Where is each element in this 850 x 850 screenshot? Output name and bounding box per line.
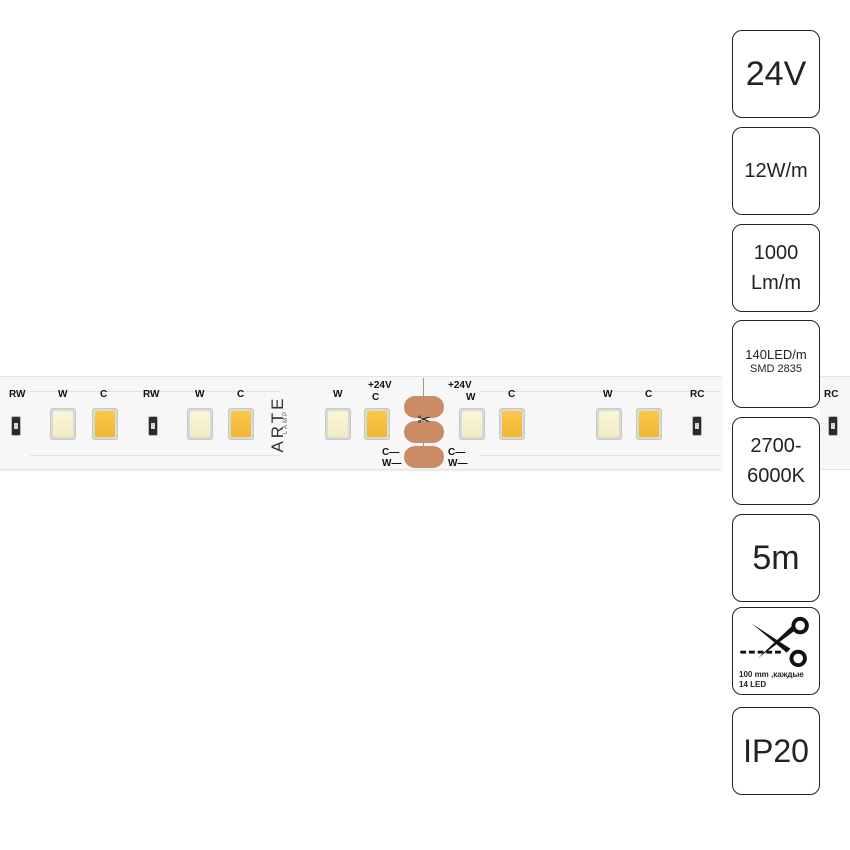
resistor — [148, 416, 158, 436]
label-w: W — [58, 389, 68, 400]
led-cool — [50, 408, 76, 440]
strip-trace — [480, 455, 720, 456]
solder-pad — [404, 421, 444, 443]
strip-trace — [480, 391, 720, 392]
spec-cut-interval: 100 mm ,каждые 14 LED — [732, 607, 820, 695]
solder-pad — [404, 396, 444, 418]
spec-color-temperature: 2700- 6000K — [732, 417, 820, 505]
brand-logo: ARTE LAMP — [262, 386, 302, 464]
label-c: C — [508, 389, 516, 400]
label-rc: RC — [824, 389, 839, 400]
label-plus24v: +24V — [368, 380, 392, 391]
led-cool — [187, 408, 213, 440]
cut-interval-line1: 100 mm ,каждые — [739, 670, 804, 679]
led-density-line1: 140LED/m — [745, 347, 807, 362]
led-warm — [228, 408, 254, 440]
label-w-minus: W— — [382, 458, 402, 469]
led-cool — [459, 408, 485, 440]
led-cool — [325, 408, 351, 440]
resistor — [828, 416, 838, 436]
lumen-line2: Lm/m — [751, 272, 801, 294]
ip-value: IP20 — [743, 732, 809, 769]
label-w: W — [195, 389, 205, 400]
label-c: C — [645, 389, 653, 400]
label-rc: RC — [690, 389, 705, 400]
led-type-line2: SMD 2835 — [750, 363, 802, 375]
label-rw: RW — [143, 389, 160, 400]
voltage-value: 24V — [745, 54, 807, 93]
cct-line2: 6000K — [747, 465, 805, 487]
label-w: W — [466, 392, 476, 403]
label-plus24v: +24V — [448, 380, 472, 391]
led-cool — [596, 408, 622, 440]
spec-voltage: 24V — [732, 30, 820, 118]
power-value: 12W/m — [744, 160, 808, 182]
cut-interval-line2: 14 LED — [739, 680, 767, 689]
led-warm — [92, 408, 118, 440]
scissors-icon — [740, 616, 809, 668]
led-warm — [636, 408, 662, 440]
spec-lumen: 1000 Lm/m — [732, 224, 820, 312]
strip-trace — [30, 455, 280, 456]
label-c-minus: C— — [448, 447, 466, 458]
spec-led-density: 140LED/m SMD 2835 — [732, 320, 820, 408]
cct-line1: 2700- — [750, 435, 802, 457]
label-w: W — [333, 389, 343, 400]
label-c: C — [372, 392, 380, 403]
label-c-minus: C— — [382, 447, 400, 458]
strip-trace — [30, 391, 280, 392]
label-rw: RW — [9, 389, 26, 400]
solder-pad — [404, 446, 444, 468]
label-w: W — [603, 389, 613, 400]
lumen-line1: 1000 — [753, 242, 799, 264]
label-c: C — [100, 389, 108, 400]
led-warm — [364, 408, 390, 440]
length-value: 5m — [752, 538, 800, 577]
label-c: C — [237, 389, 245, 400]
resistor — [11, 416, 21, 436]
scissors-icon: ✂ — [417, 412, 431, 429]
led-warm — [499, 408, 525, 440]
spec-ip-rating: IP20 — [732, 707, 820, 795]
spec-length: 5m — [732, 514, 820, 602]
label-w-minus: W— — [448, 458, 468, 469]
spec-power: 12W/m — [732, 127, 820, 215]
resistor — [692, 416, 702, 436]
brand-sub: LAMP — [283, 409, 289, 435]
